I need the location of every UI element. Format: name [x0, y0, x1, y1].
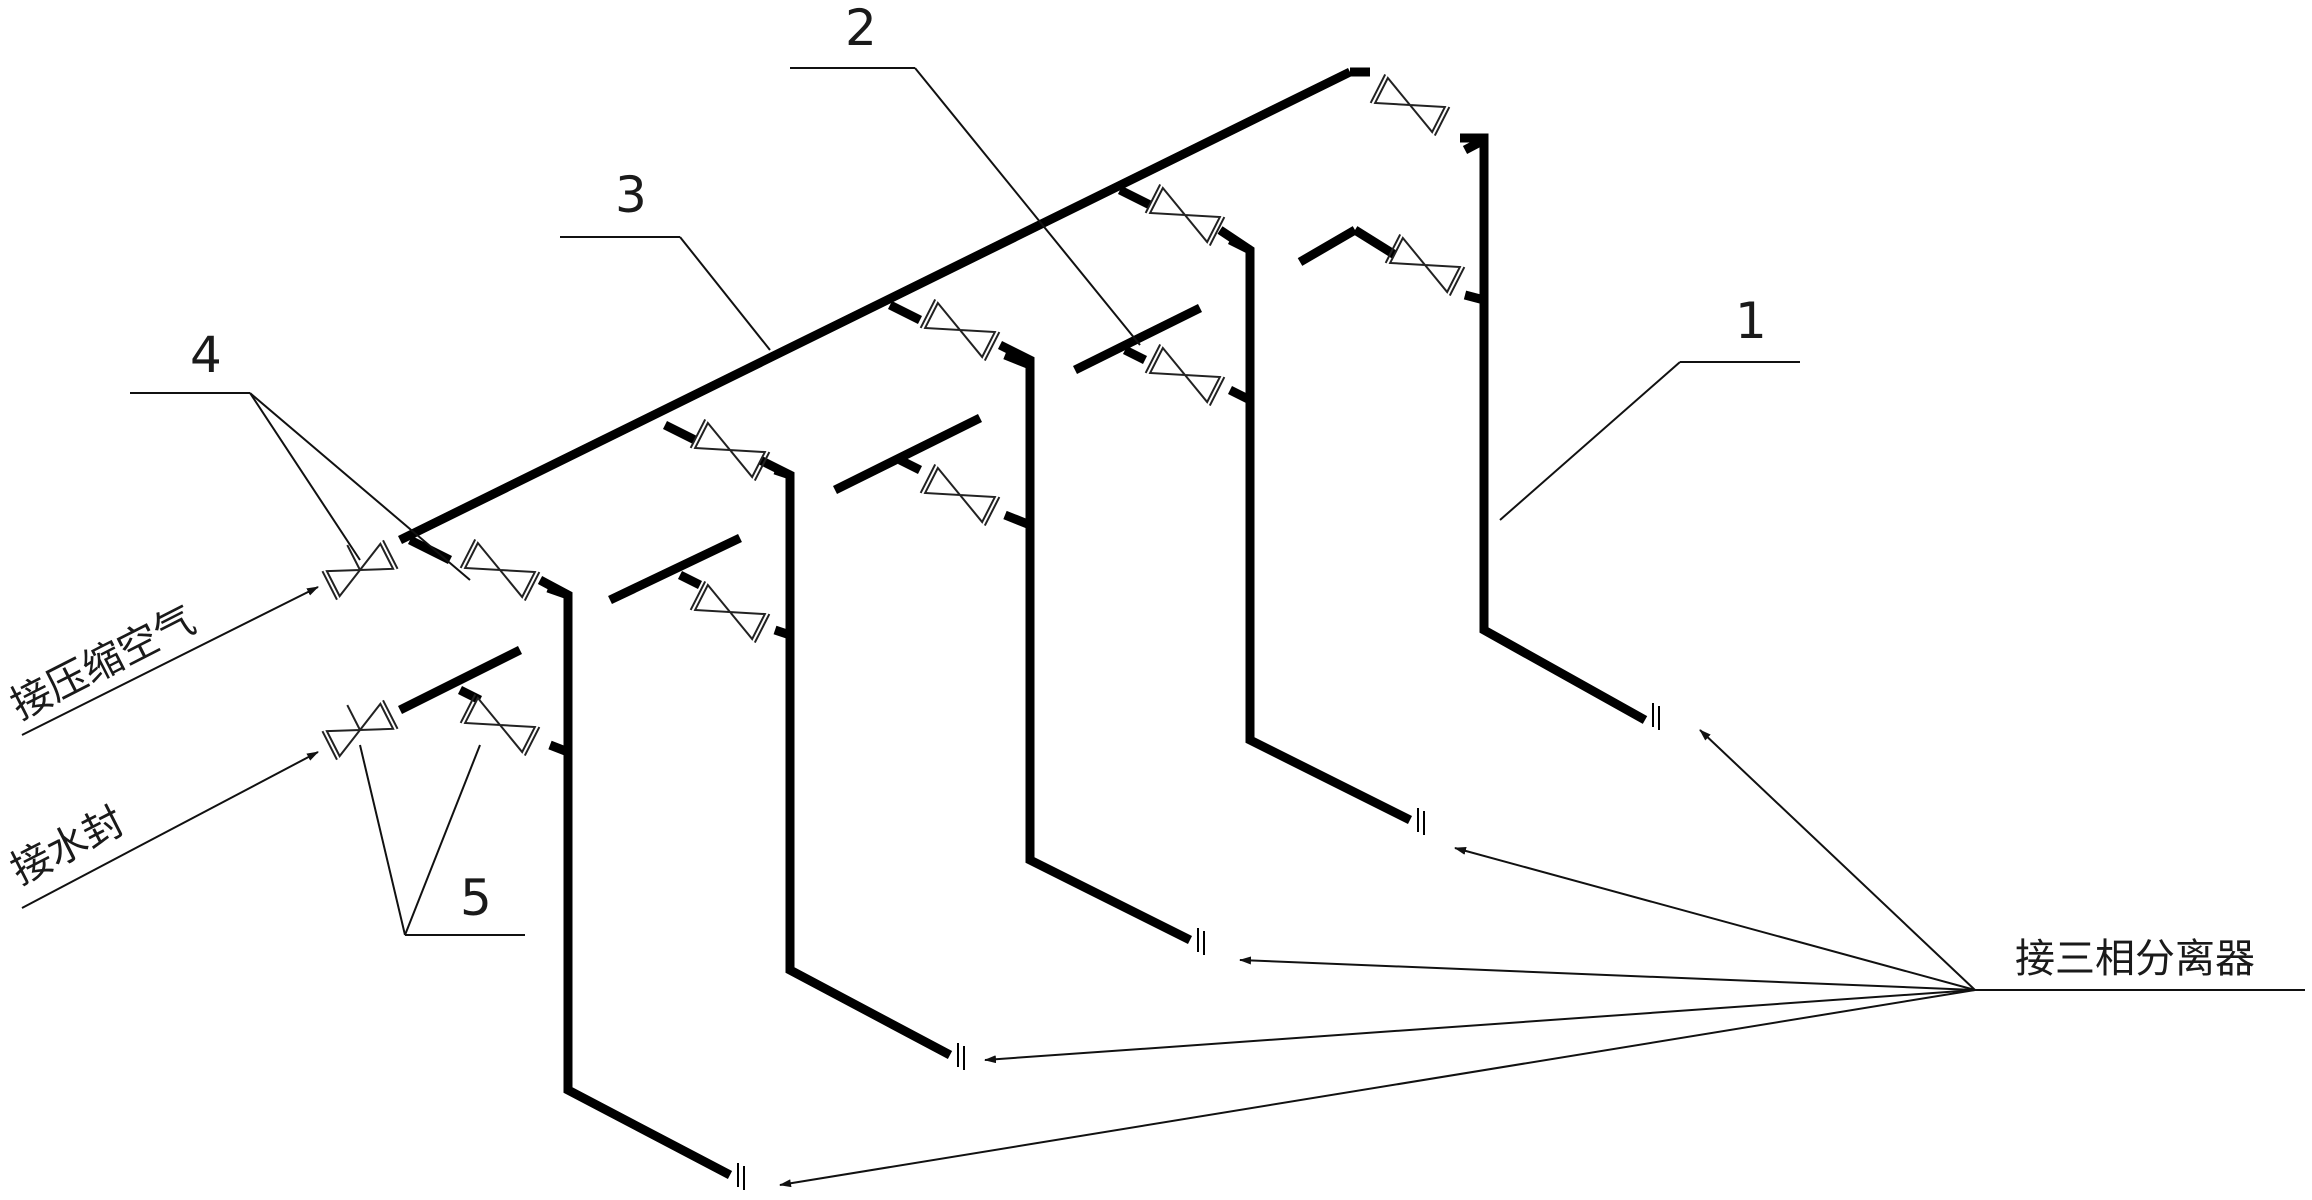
drop-pipes: [537, 133, 1648, 1179]
label-compressed-air: 接压缩空气: [4, 597, 203, 729]
callout-5: 5: [460, 869, 492, 927]
label-three-phase-separator: 接三相分离器: [2015, 936, 2255, 982]
water-branch-pipes: [397, 136, 1487, 757]
callout-4: 4: [190, 326, 222, 384]
label-water-seal: 接水封: [4, 798, 132, 893]
callout-2: 2: [845, 0, 877, 57]
callout-leaders: [130, 67, 1800, 936]
header-pipe: [398, 67, 1370, 545]
separator-arrows: [779, 729, 2305, 1188]
callout-3: 3: [615, 166, 647, 224]
input-lines: [21, 586, 319, 909]
valves: [321, 73, 1466, 761]
outlet-flanges: [737, 703, 1660, 1190]
callout-1: 1: [1735, 292, 1767, 350]
header-branches: [407, 185, 1153, 565]
